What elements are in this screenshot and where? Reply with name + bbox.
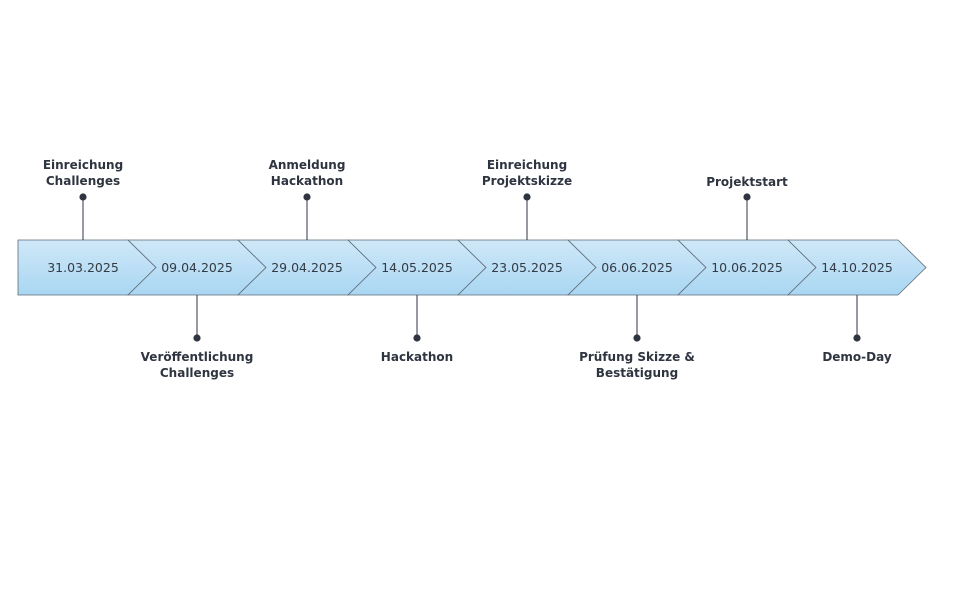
milestone-label-line: Challenges [46, 174, 120, 188]
milestone-date: 14.05.2025 [381, 260, 453, 275]
milestone-label: Demo-Day [822, 350, 892, 364]
milestone-label-line: Hackathon [381, 350, 453, 364]
connector-dot [303, 193, 311, 201]
chevron-band: 31.03.2025 09.04.2025 29.04.2025 14.05.2025… [17, 239, 927, 296]
milestone-label-line: Projektskizze [482, 174, 572, 188]
milestone-label-line: Challenges [160, 366, 234, 380]
connector-dot [853, 334, 861, 342]
milestone-date: 29.04.2025 [271, 260, 343, 275]
milestone-label: Hackathon [381, 350, 453, 364]
milestone-label-line: Einreichung [487, 158, 567, 172]
milestone-date: 10.06.2025 [711, 260, 783, 275]
milestone-date: 14.10.2025 [821, 260, 893, 275]
milestone-label-line: Anmeldung [269, 158, 346, 172]
connector-dot [633, 334, 641, 342]
milestone-connectors [79, 193, 861, 342]
milestone-label-line: Veröffentlichung [141, 350, 254, 364]
connector-dot [413, 334, 421, 342]
milestone-label-line: Einreichung [43, 158, 123, 172]
connector-dot [523, 193, 531, 201]
milestone-label-line: Projektstart [706, 175, 788, 189]
milestone-date: 31.03.2025 [47, 260, 119, 275]
milestone-label: Projektstart [706, 175, 788, 189]
milestone-label-line: Prüfung Skizze & [579, 350, 695, 364]
milestone-date: 23.05.2025 [491, 260, 563, 275]
connector-dot [743, 193, 751, 201]
milestone-label: Prüfung Skizze & Bestätigung [579, 350, 695, 380]
chevron-segment [787, 239, 927, 296]
connector-dot [79, 193, 87, 201]
milestone-date: 09.04.2025 [161, 260, 233, 275]
milestone-label-line: Demo-Day [822, 350, 892, 364]
milestone-label-line: Bestätigung [596, 366, 678, 380]
milestone-label-line: Hackathon [271, 174, 343, 188]
connector-dot [193, 334, 201, 342]
milestone-date: 06.06.2025 [601, 260, 673, 275]
